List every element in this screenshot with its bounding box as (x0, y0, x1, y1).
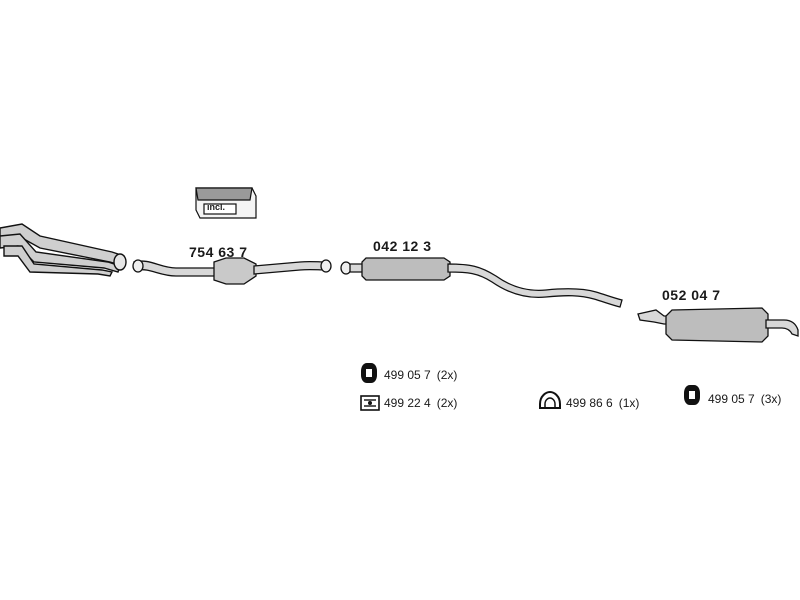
mounting-kit-label: incl. (207, 202, 226, 212)
accessory-gasket-ring: 499 86 6 (1x) (566, 396, 639, 410)
exhaust-manifold (0, 223, 127, 277)
mounting-kit-box (195, 187, 257, 219)
rear-silencer-part-number: 052 04 7 (662, 287, 721, 303)
accessory-qty: (2x) (436, 396, 458, 410)
accessory-rubber-mount-1: 499 05 7 (2x) (384, 368, 457, 382)
accessory-number: 499 86 6 (566, 396, 613, 410)
accessory-qty: (1x) (618, 396, 640, 410)
accessory-rubber-mount-2: 499 05 7 (3x) (708, 392, 781, 406)
accessory-number: 499 22 4 (384, 396, 431, 410)
gasket-ring-icon (539, 390, 561, 409)
clamp-icon (360, 395, 380, 411)
accessory-qty: (3x) (760, 392, 782, 406)
rubber-mount-icon (684, 385, 700, 405)
rubber-mount-icon (361, 363, 377, 383)
middle-silencer-part-number: 042 12 3 (373, 238, 432, 254)
front-pipe-catalytic-converter (132, 257, 332, 285)
rear-silencer (637, 307, 799, 343)
middle-pipe-silencer (340, 257, 623, 308)
accessory-clamp: 499 22 4 (2x) (384, 396, 457, 410)
accessory-number: 499 05 7 (708, 392, 755, 406)
catalytic-converter-part-number: 754 63 7 (189, 244, 248, 260)
accessory-number: 499 05 7 (384, 368, 431, 382)
accessory-qty: (2x) (436, 368, 458, 382)
